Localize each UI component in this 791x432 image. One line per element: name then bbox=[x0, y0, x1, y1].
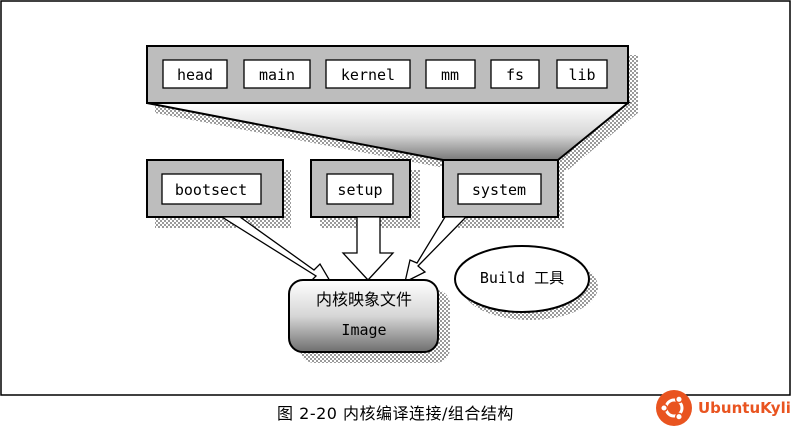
module-kernel: kernel bbox=[341, 66, 395, 84]
image-name: Image bbox=[341, 321, 386, 339]
module-head: head bbox=[177, 66, 213, 84]
figure-caption: 图 2-20 内核编译连接/组合结构 bbox=[277, 404, 514, 423]
module-fs: fs bbox=[506, 66, 524, 84]
module-box-kernel bbox=[325, 59, 411, 89]
ubuntukylin-watermark: UbuntuKylin bbox=[656, 388, 791, 428]
component-system: system bbox=[472, 181, 526, 199]
module-box-lib bbox=[556, 59, 608, 89]
module-boxes bbox=[162, 59, 608, 89]
image-title: 内核映象文件 bbox=[316, 290, 412, 309]
module-box-mm bbox=[425, 59, 476, 89]
watermark-text: UbuntuKylin bbox=[698, 399, 791, 417]
component-setup: setup bbox=[337, 181, 382, 199]
setup-box bbox=[326, 173, 394, 205]
module-box-main bbox=[243, 59, 311, 89]
image-box bbox=[288, 279, 439, 353]
arrow-system-to-image bbox=[404, 216, 468, 284]
bootsect-box bbox=[161, 173, 262, 205]
component-bootsect: bootsect bbox=[175, 181, 247, 199]
module-box-fs bbox=[490, 59, 540, 89]
system-box bbox=[457, 173, 542, 205]
arrow-bootsect-to-image bbox=[219, 216, 332, 283]
module-main: main bbox=[259, 66, 295, 84]
ubuntu-circle-of-friends-icon bbox=[656, 390, 692, 426]
module-lib: lib bbox=[568, 66, 595, 84]
module-mm: mm bbox=[441, 66, 459, 84]
module-box-head bbox=[162, 59, 228, 89]
build-tool-ellipse bbox=[454, 245, 590, 313]
arrow-setup-to-image bbox=[341, 216, 395, 281]
build-tool-label: Build 工具 bbox=[480, 269, 564, 287]
